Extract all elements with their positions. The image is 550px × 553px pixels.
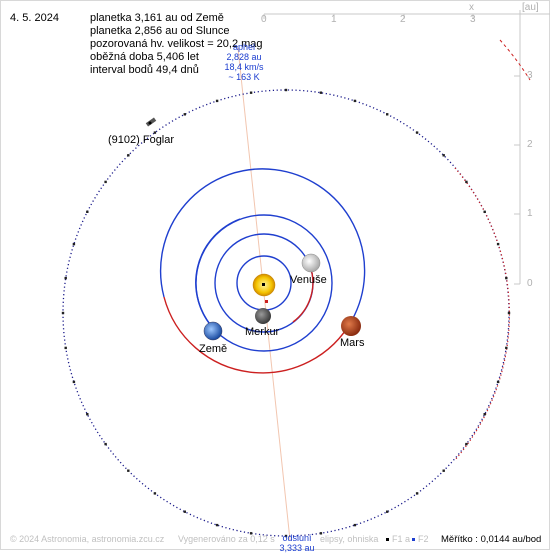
- earth-planet: [203, 321, 223, 341]
- orbit-point: [153, 492, 157, 495]
- orbit-point: [465, 442, 468, 446]
- perihelion-distance: 3,333 au: [279, 543, 315, 553]
- orbit-point: [284, 534, 288, 538]
- info-line-distance-earth: planetka 3,161 au od Země: [90, 12, 224, 24]
- orbit-point: [386, 510, 389, 513]
- scale-label: Měřítko : 0,0144 au/bod: [441, 534, 542, 545]
- footer-legend-text: elipsy, ohniska: [320, 534, 379, 544]
- orbit-point: [127, 154, 130, 157]
- info-line-magnitude: pozorovaná hv. velikost = 20,2 mag: [90, 38, 263, 50]
- x-tick-0: 0: [261, 14, 267, 25]
- x-tick-2: 2: [400, 14, 406, 25]
- y-tick-2: 2: [527, 139, 533, 150]
- x-tick-1: 1: [331, 14, 337, 25]
- sun: [252, 273, 276, 303]
- aphelion-speed: 18,4 km/s: [224, 62, 264, 72]
- orbit-point: [64, 346, 67, 350]
- y-axis-unit: [au]: [522, 2, 539, 13]
- orbit-point: [483, 413, 486, 416]
- mercury-planet: [255, 308, 271, 324]
- asteroid-marker: [145, 117, 157, 127]
- orbit-point: [72, 380, 76, 384]
- orbit-point: [353, 523, 357, 527]
- orbit-point: [153, 131, 157, 134]
- orbit-point: [386, 113, 389, 116]
- footer-legend-f2: F2: [418, 534, 429, 544]
- orbit-points: [61, 88, 511, 538]
- orbit-point: [415, 492, 419, 495]
- orbit-point: [496, 380, 500, 384]
- orbit-point: [104, 442, 107, 446]
- legend-f2-square: [412, 538, 415, 541]
- footer-copyright: © 2024 Astronomia, astronomia.zcu.cz: [10, 534, 165, 544]
- orbit-point: [127, 469, 130, 472]
- orbit-point: [249, 91, 253, 94]
- mars-planet: [341, 316, 361, 336]
- orbit-point: [496, 242, 500, 246]
- orbit-point: [465, 180, 468, 184]
- aphelion-temperature: ~ 163 K: [228, 72, 260, 82]
- asteroid-name-label: (9102) Foglar: [108, 134, 175, 146]
- orbit-point: [86, 210, 89, 213]
- aphelion-title: aphel: [232, 42, 256, 52]
- orbit-point: [215, 99, 219, 103]
- mercury-label: Merkur: [245, 326, 280, 338]
- footer-generated-note: Vygenerováno za 0,12 s: [178, 534, 275, 544]
- info-line-period: oběžná doba 5,406 let: [90, 51, 199, 63]
- orbit-point: [72, 242, 76, 246]
- orbit-point: [183, 113, 186, 116]
- x-axis-label: x: [469, 2, 474, 13]
- aphelion-label: aphel 2,828 au 18,4 km/s ~ 163 K: [216, 42, 272, 82]
- legend-f1-square: [386, 538, 389, 541]
- mars-orbit: [163, 296, 353, 374]
- orbit-point: [86, 413, 89, 416]
- aphelion-distance: 2,828 au: [226, 52, 262, 62]
- focus-f2: [265, 300, 268, 303]
- y-tick-1: 1: [527, 208, 533, 219]
- y-tick-3: 3: [527, 70, 533, 81]
- info-line-distance-sun: planetka 2,856 au od Slunce: [90, 25, 230, 37]
- orbit-point: [353, 99, 357, 103]
- orbit-point: [215, 523, 219, 527]
- earth-label: Země: [199, 343, 228, 355]
- venus-label: Venuše: [290, 274, 327, 286]
- info-line-interval: interval bodů 49,4 dnů: [90, 64, 199, 76]
- orbit-point: [183, 510, 186, 513]
- y-tick-0: 0: [527, 278, 533, 289]
- asteroid-orbit: [62, 39, 531, 537]
- orbit-point: [505, 276, 508, 280]
- date-label: 4. 5. 2024: [10, 12, 59, 24]
- orbit-point: [319, 532, 323, 535]
- orbit-point: [415, 131, 419, 134]
- x-tick-3: 3: [470, 14, 476, 25]
- orbit-point: [104, 180, 107, 184]
- orbit-point: [442, 469, 445, 472]
- orbit-point: [507, 311, 511, 315]
- perihelion-title: odsluní: [282, 533, 312, 543]
- mars-label: Mars: [340, 337, 365, 349]
- orbit-point: [64, 276, 67, 280]
- orbit-point: [249, 532, 253, 535]
- orbit-point: [483, 210, 486, 213]
- venus-planet: [301, 253, 321, 273]
- perihelion-label: odsluní 3,333 au: [272, 533, 322, 553]
- orbit-point: [442, 154, 445, 157]
- planet-orbits: [159, 168, 366, 374]
- axes: [263, 10, 550, 285]
- orbit-point: [505, 346, 508, 350]
- orbit-point: [284, 88, 288, 92]
- footer-legend-f1: F1 a: [392, 534, 411, 544]
- orbit-point: [319, 91, 323, 94]
- orbit-point: [61, 311, 65, 315]
